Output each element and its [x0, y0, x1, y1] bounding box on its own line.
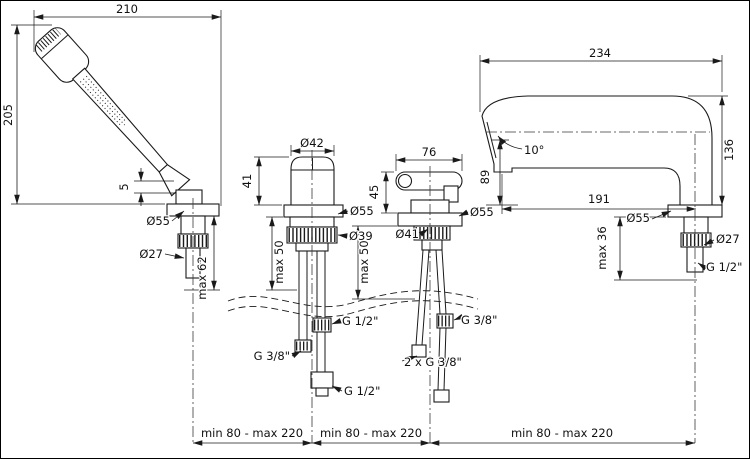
handshower-collar [175, 189, 203, 205]
dim-spout-plate-diameter: Ø55 [626, 211, 650, 225]
mixer-lever-ring [397, 173, 413, 189]
dim-handshower-stem-diameter: Ø27 [139, 247, 163, 261]
dim-spacing-right: min 80 - max 220 [511, 426, 613, 440]
break-lines [227, 290, 479, 318]
dim-spout-height: 136 [722, 139, 736, 161]
label-spout-connection: G 1/2" [706, 260, 742, 274]
handshower-cone [158, 163, 191, 197]
mixer-hose-fitting-right [433, 389, 450, 403]
dimension-labels: 210 205 5 Ø55 Ø27 max 62 Ø42 41 Ø55 Ø39 … [0, 1, 744, 442]
dim-spout-outlet-height: 89 [478, 170, 492, 185]
dim-spacing-middle: min 80 - max 220 [320, 426, 422, 440]
dim-mixer-body-diameter: Ø41 [395, 227, 419, 241]
dim-mixer-lever-height: 45 [367, 185, 381, 200]
spout [481, 95, 723, 273]
leader-lines [164, 135, 715, 393]
label-mixer-connection-right: G 3/8" [461, 313, 497, 327]
angle-leader-arc [497, 135, 523, 150]
dim-spout-deck-max: max 36 [595, 226, 609, 269]
label-valve-connection-bottom: G 1/2" [344, 384, 380, 398]
label-mixer-connection-bottom: 2 x G 3/8" [404, 355, 462, 369]
label-valve-connection-top: G 1/2" [342, 314, 378, 328]
label-valve-connection-left: G 3/8" [254, 349, 290, 363]
dim-spout-outlet-reach: 191 [588, 192, 610, 206]
dim-handshower-deck-max: max 62 [195, 256, 209, 299]
dim-handshower-height: 205 [1, 104, 15, 126]
dim-spout-stem-diameter: Ø27 [716, 232, 740, 246]
valve-elbow [310, 371, 334, 389]
dim-valve-knob-height: 41 [240, 174, 254, 189]
dim-mixer-deck-max: max 50 [357, 240, 371, 283]
spray-face-hatch [35, 27, 62, 52]
spout-body [481, 95, 713, 206]
dim-mixer-plate-diameter: Ø55 [470, 205, 494, 219]
dim-handshower-width: 210 [116, 2, 138, 16]
valve-escutcheon [283, 204, 344, 218]
dim-valve-nut-diameter: Ø39 [349, 229, 373, 243]
dim-valve-knob-diameter: Ø42 [300, 136, 324, 150]
dimension-lines [14, 14, 725, 446]
mixer-hose-fitting-left [411, 344, 427, 358]
dim-valve-plate-diameter: Ø55 [350, 204, 374, 218]
dim-spout-reach: 234 [589, 46, 611, 60]
centerlines [192, 131, 710, 443]
dim-mixer-lever-width: 76 [422, 145, 437, 159]
dim-spacing-left: min 80 - max 220 [201, 426, 303, 440]
dim-valve-deck-max: max 50 [272, 240, 286, 283]
dim-handshower-gap: 5 [117, 183, 131, 190]
dim-handshower-plate-diameter: Ø55 [146, 214, 170, 228]
dim-spout-angle: 10° [524, 143, 544, 157]
spout-aerator-line [486, 121, 497, 159]
valve-knob [290, 156, 335, 206]
